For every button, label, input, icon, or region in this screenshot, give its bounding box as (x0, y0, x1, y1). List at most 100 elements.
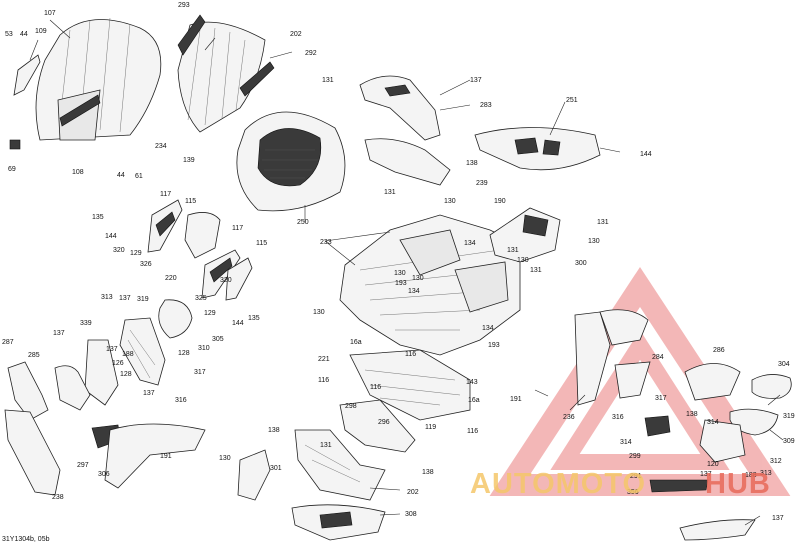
callout: 130 (444, 198, 456, 205)
callout: 138 (422, 469, 434, 476)
callout: 319 (137, 296, 149, 303)
callout: 115 (256, 240, 267, 247)
callout: 144 (232, 320, 244, 327)
callout: 116 (370, 384, 381, 391)
callout: 115 (185, 198, 196, 205)
callout: 305 (212, 336, 224, 343)
lower-frame-part (349, 349, 471, 421)
callout: 236 (563, 414, 575, 421)
deflector-part (177, 14, 275, 133)
panel-286 (684, 363, 741, 401)
main-frame-part (339, 214, 521, 356)
callout: 233 (320, 239, 332, 246)
callout: 44 (117, 172, 125, 179)
small-bracket-109 (13, 54, 41, 96)
lower-cover-308 (4, 409, 61, 496)
callout: 191 (160, 453, 172, 460)
callout: 292 (305, 50, 317, 57)
clip-69 (9, 139, 21, 150)
callout: 283 (480, 102, 492, 109)
callout: 137 (106, 346, 118, 353)
callout: 117 (160, 191, 171, 198)
callout: 284 (652, 354, 664, 361)
callout: 202 (407, 489, 419, 496)
callout: 286 (713, 347, 725, 354)
callout: 107 (44, 10, 56, 17)
callout: 306 (98, 471, 110, 478)
cover-284 (599, 309, 651, 399)
callout: 134 (408, 288, 420, 295)
callout: 130 (313, 309, 325, 316)
callout: 193 (395, 280, 407, 287)
callout: 221 (318, 356, 330, 363)
callout: 287 (2, 339, 14, 346)
callout: 319 (783, 413, 795, 420)
callout: 202 (290, 31, 302, 38)
side-panel-236 (574, 311, 611, 406)
upper-panel-part (359, 75, 441, 141)
callout: 137 (143, 390, 155, 397)
callout: 131 (530, 267, 542, 274)
callout: 297 (77, 462, 89, 469)
callout: 131 (384, 189, 396, 196)
callout: 130 (412, 275, 424, 282)
callout: 130 (517, 257, 529, 264)
callout: 320 (113, 247, 125, 254)
callout: 296 (378, 419, 390, 426)
callout: 314 (620, 439, 632, 446)
callout: 134 (482, 325, 494, 332)
callout: 131 (322, 77, 334, 84)
bracket-300 (489, 207, 561, 263)
callout: 138 (466, 160, 478, 167)
panel-239 (364, 138, 451, 186)
callout: 316 (175, 397, 187, 404)
callout: 117 (232, 225, 243, 232)
callout: 190 (494, 198, 506, 205)
callout: 312 (770, 458, 782, 465)
callout: 308 (405, 511, 417, 518)
callout: 137 (53, 330, 65, 337)
callout: 16a (350, 339, 362, 346)
plate-320 (225, 257, 253, 301)
lower-panel-297 (294, 429, 386, 501)
callout: 131 (320, 442, 332, 449)
callout: 128 (178, 350, 190, 357)
callout: 314 (707, 419, 719, 426)
callout: 317 (655, 395, 667, 402)
callout: 320 (220, 277, 232, 284)
callout: 137 (119, 295, 131, 302)
callout: 137 (700, 471, 712, 478)
side-panel-251 (474, 127, 601, 171)
reference-code: 31Y1304b, 05b (2, 536, 50, 543)
callout: 339 (80, 320, 92, 327)
callout: 130 (588, 238, 600, 245)
callout: 309 (783, 438, 795, 445)
windshield-part (35, 17, 162, 141)
mount-312 (644, 415, 746, 463)
callout: 53 (5, 31, 13, 38)
watermark-text: AUTOMOTO HUB (470, 468, 770, 500)
callout: 250 (297, 219, 309, 226)
callout: 108 (72, 169, 84, 176)
callout: 116 (405, 351, 416, 358)
callout: 134 (464, 240, 476, 247)
callout: 234 (155, 143, 167, 150)
callout: 135 (92, 214, 104, 221)
callout: 44 (20, 31, 28, 38)
mirror-bracket-left (147, 199, 183, 253)
callout: 16a (468, 397, 480, 404)
callout: 301 (270, 465, 282, 472)
callout: 326 (140, 261, 152, 268)
callout: 131 (507, 247, 519, 254)
watermark-brand-auto: AUTOMOTO (470, 468, 646, 500)
callout: 138 (268, 427, 280, 434)
callout: 144 (640, 151, 652, 158)
callout: 131 (597, 219, 609, 226)
callout: 129 (204, 310, 216, 317)
callout: 129 (130, 250, 142, 257)
callout: 137 (470, 77, 482, 84)
callout: 126 (112, 360, 124, 367)
strip-307 (679, 519, 756, 541)
callout: 119 (425, 424, 436, 431)
callout: 139 (183, 157, 195, 164)
